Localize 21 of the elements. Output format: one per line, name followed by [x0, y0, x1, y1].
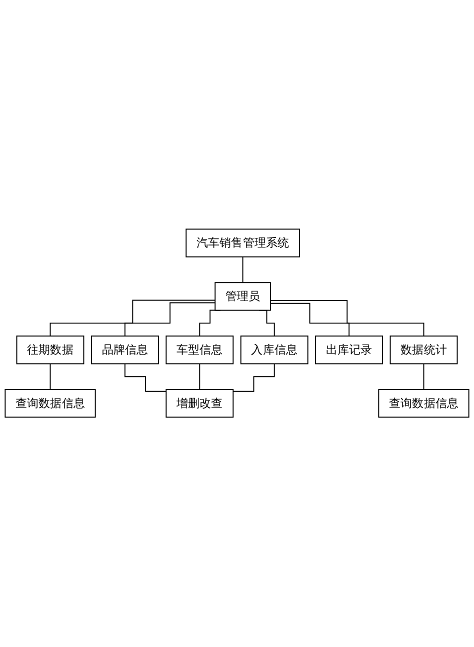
connector: [232, 364, 275, 392]
node-box: 管理员: [214, 282, 271, 312]
node-box: 往期数据: [16, 336, 84, 365]
connector: [270, 300, 424, 337]
node-box: 出库记录: [315, 336, 384, 365]
node-box: 查询数据信息: [378, 389, 470, 418]
connector: [50, 300, 216, 337]
connector: [423, 364, 424, 390]
connector: [50, 364, 51, 390]
connector: [270, 303, 350, 337]
node-box: 查询数据信息: [4, 389, 96, 418]
node-box: 入库信息: [240, 336, 308, 365]
connector: [199, 364, 200, 390]
connector: [124, 364, 167, 392]
connector: [242, 256, 244, 284]
connector: [124, 302, 216, 337]
node-box: 车型信息: [166, 336, 234, 365]
node-box: 增删改查: [166, 389, 234, 418]
node-box: 数据统计: [390, 336, 458, 365]
node-box: 品牌信息: [90, 336, 159, 365]
node-box: 汽车销售管理系统: [186, 229, 300, 258]
